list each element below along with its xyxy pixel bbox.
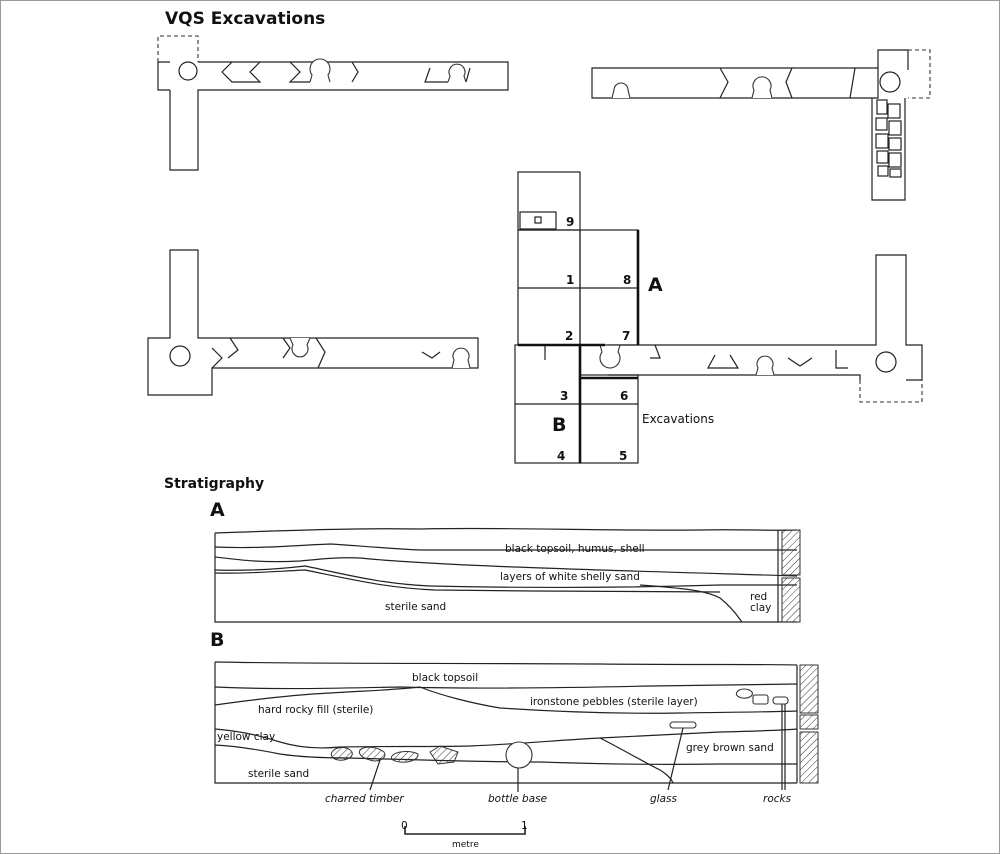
trench-number-2: 2 <box>565 329 573 343</box>
trench-number-3: 3 <box>560 389 568 403</box>
section-a-profile <box>214 527 801 623</box>
scale-bar-end: 1 <box>521 820 528 832</box>
figure-title: VQS Excavations <box>165 9 325 29</box>
section-b-sterile: sterile sand <box>248 768 309 780</box>
callout-charred-timber: charred timber <box>325 793 404 805</box>
section-a-clay: clay <box>750 602 771 614</box>
scale-bar <box>404 826 526 835</box>
section-b-rocky-fill: hard rocky fill (sterile) <box>258 704 373 716</box>
wall-top-left <box>157 35 509 171</box>
callout-glass: glass <box>650 793 677 805</box>
section-a-heading: A <box>210 499 225 521</box>
section-b-grey-brown: grey brown sand <box>686 742 774 754</box>
stratigraphy-heading: Stratigraphy <box>164 476 264 492</box>
scale-bar-start: 0 <box>401 820 408 832</box>
excavation-grid <box>514 171 640 464</box>
trench-number-6: 6 <box>620 389 628 403</box>
wall-bottom-right <box>599 254 923 403</box>
trench-number-9: 9 <box>566 215 574 229</box>
trench-number-7: 7 <box>622 329 630 343</box>
scale-bar-unit: metre <box>452 840 479 850</box>
section-b-topsoil: black topsoil <box>412 672 478 684</box>
trench-number-1: 1 <box>566 273 574 287</box>
wall-bottom-left <box>147 249 479 396</box>
callout-rocks: rocks <box>763 793 792 805</box>
section-label-b: B <box>552 414 566 436</box>
section-b-ironstone: ironstone pebbles (sterile layer) <box>530 696 698 708</box>
excavations-label: Excavations <box>642 412 714 426</box>
section-a-topsoil: black topsoil, humus, shell <box>505 543 645 555</box>
section-b-heading: B <box>210 629 224 651</box>
trench-number-4: 4 <box>557 449 565 463</box>
section-b-yellow-clay: yellow clay <box>217 731 275 743</box>
trench-number-8: 8 <box>623 273 631 287</box>
section-a-sterile: sterile sand <box>385 601 446 613</box>
section-a-white-sand: layers of white shelly sand <box>500 571 640 583</box>
section-a-red: red <box>750 591 767 603</box>
section-label-a: A <box>648 274 663 296</box>
callout-bottle-base: bottle base <box>488 793 547 805</box>
trench-number-5: 5 <box>619 449 627 463</box>
section-b-profile <box>214 661 819 792</box>
wall-top-right <box>591 49 931 201</box>
